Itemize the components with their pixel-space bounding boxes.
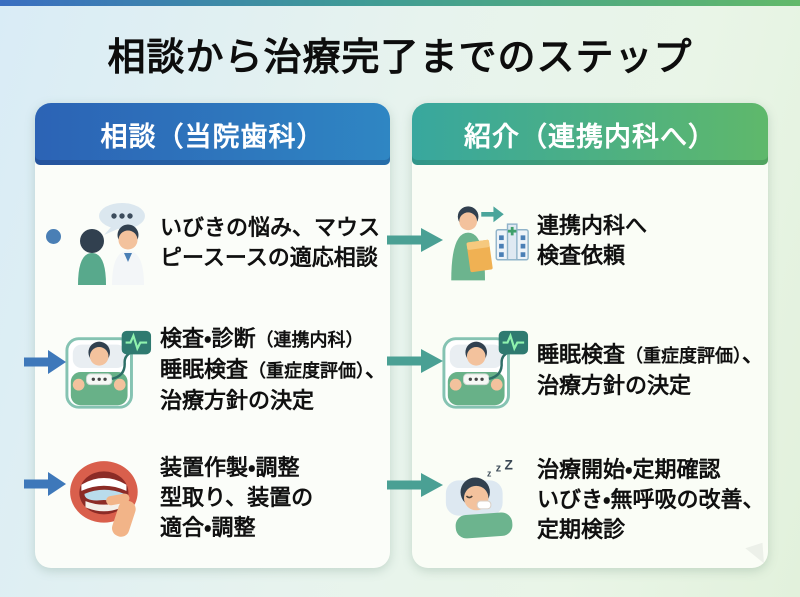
- step-text: いびきの悩み、マウス ピースースの適応相談: [160, 213, 380, 273]
- step-line-main: 睡眠検査: [160, 357, 249, 382]
- consultation-column-header: 相談（当院歯科）: [35, 103, 390, 165]
- step-line: 睡眠検査（重症度評価）、: [537, 340, 764, 371]
- sleep-test-icon: [63, 326, 153, 414]
- step-line: いびきの悩み、マウス: [160, 215, 381, 240]
- step-line: 適合・調整: [160, 515, 256, 540]
- step-line: 装置作製・調整: [160, 455, 300, 480]
- step-row-treatment-start: z z Z 治療開始・定期確認 いびき・無呼吸の改善、 定期検診: [412, 444, 768, 556]
- step-line-tail: 、: [742, 341, 765, 367]
- top-accent-bar: [0, 0, 800, 6]
- step-line: 連携内科へ: [537, 213, 648, 238]
- step-text: 治療開始・定期確認 いびき・無呼吸の改善、 定期検診: [537, 455, 764, 545]
- svg-text:z: z: [496, 463, 501, 475]
- step-row-appliance: 装置作製・調整 型取り、装置の 適合・調整: [35, 442, 390, 554]
- step-text: 連携内科へ 検査依頼: [537, 211, 647, 271]
- step-text: 検査・診断（連携内科） 睡眠検査（重症度評価）、 治療方針の決定: [160, 324, 387, 416]
- flow-arrow-left-row2: [24, 350, 66, 374]
- step-line: 治療方針の決定: [160, 388, 315, 413]
- step-line-paren: （重症度評価）: [625, 345, 743, 366]
- referral-column-header: 紹介（連携内科へ）: [412, 103, 768, 165]
- mouthpiece-icon: [63, 455, 153, 541]
- step-line: 定期検診: [537, 517, 626, 542]
- step-line: 検査・診断（連携内科）: [160, 324, 387, 355]
- step-line-tail: 、: [365, 357, 388, 382]
- step-row-referral: 連携内科へ 検査依頼: [412, 185, 768, 297]
- consultation-column-card: 相談（当院歯科） いびきの悩み、マウス: [35, 103, 390, 568]
- step-text: 装置作製・調整 型取り、装置の 適合・調整: [160, 453, 313, 543]
- flow-arrow-mid-row1: [387, 228, 443, 252]
- step-line: 型取り、装置の: [160, 485, 314, 510]
- step-line: ピースースの適応相談: [160, 245, 378, 270]
- step-line-paren: （連携内科）: [255, 330, 364, 350]
- flow-arrow-mid-row3: [387, 473, 443, 497]
- step-line-main: 検査・診断: [160, 326, 256, 351]
- svg-text:z: z: [487, 469, 492, 479]
- sleeping-icon: z z Z: [440, 457, 530, 543]
- page-title: 相談から治療完了までのステップ: [107, 37, 693, 79]
- hospital-referral-icon: [440, 198, 530, 284]
- step-row-sleep-test: 睡眠検査（重症度評価）、 治療方針の決定: [412, 314, 768, 426]
- svg-text:Z: Z: [505, 458, 513, 473]
- step-row-consultation: いびきの悩み、マウス ピースースの適応相談: [35, 187, 390, 299]
- step-line-main: 睡眠検査: [537, 341, 626, 367]
- step-line: 治療開始・定期確認: [537, 457, 721, 482]
- step-line-paren: （重症度評価）: [248, 361, 366, 381]
- flow-arrow-mid-row2: [387, 349, 443, 373]
- step-row-exam-diagnosis: 検査・診断（連携内科） 睡眠検査（重症度評価）、 治療方針の決定: [35, 314, 390, 426]
- step-line: 睡眠検査（重症度評価）、: [160, 355, 387, 386]
- sleep-test-icon: [440, 326, 530, 414]
- step-line: いびき・無呼吸の改善、: [537, 487, 765, 512]
- flow-arrow-left-row3: [24, 472, 66, 496]
- step-line: 検査依頼: [537, 243, 626, 268]
- step-text: 睡眠検査（重症度評価）、 治療方針の決定: [537, 340, 764, 401]
- step-bullet-dot: [46, 229, 61, 244]
- referral-column-card: 紹介（連携内科へ）: [412, 103, 768, 568]
- step-line: 治療方針の決定: [537, 372, 692, 398]
- consultation-icon: [63, 201, 153, 285]
